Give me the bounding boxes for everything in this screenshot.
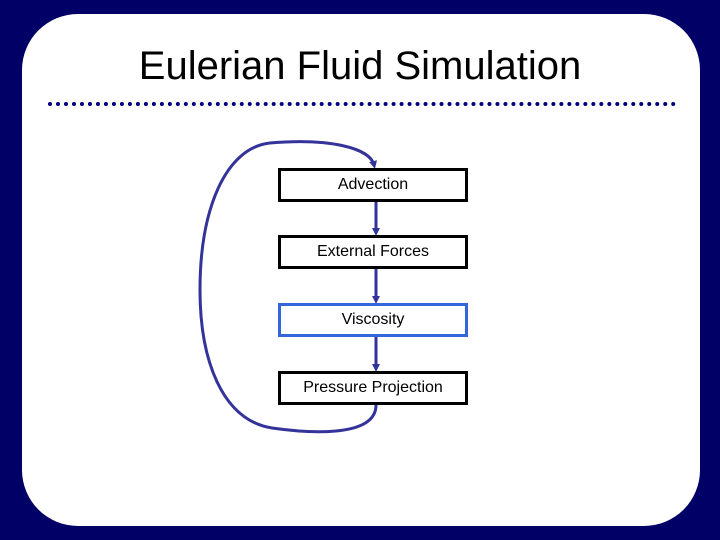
slide-title: Eulerian Fluid Simulation	[138, 44, 582, 88]
step-label: Viscosity	[341, 311, 405, 328]
step-label: Pressure Projection	[303, 379, 443, 396]
loop-back-arrow	[198, 140, 378, 434]
title-divider	[48, 102, 676, 106]
step-box-viscosity: Viscosity	[278, 303, 468, 337]
slide-panel	[22, 14, 700, 526]
step-box-pressure-projection: Pressure Projection	[278, 371, 468, 405]
step-box-external-forces: External Forces	[278, 235, 468, 269]
step-label: Advection	[337, 176, 409, 193]
step-box-advection: Advection	[278, 168, 468, 202]
step-label: External Forces	[316, 243, 430, 260]
